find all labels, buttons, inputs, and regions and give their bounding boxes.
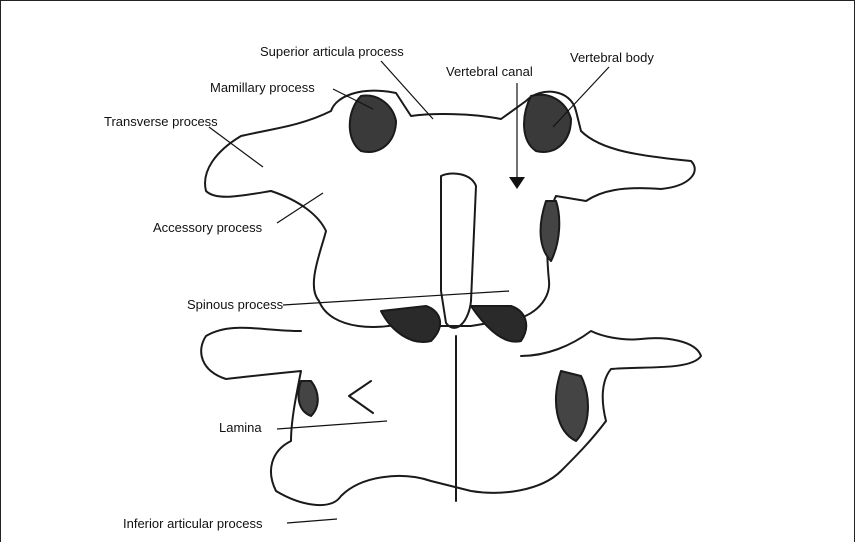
label-inferior-articular: Inferior articular process [123,517,262,531]
leader-lamina [277,421,387,429]
left-inferior-facet [381,306,440,342]
upper-vertebra-outline [205,91,695,327]
lower-vertebra-outline [201,328,701,505]
leader-accessory [277,193,323,223]
left-superior-facet [350,96,396,152]
right-superior-facet [524,95,571,152]
spinous-outline [441,173,476,327]
left-lower-shade [298,381,317,416]
leader-vertebral-body [553,67,609,127]
label-superior-articular: Superior articula process [260,45,404,59]
label-vertebral-canal: Vertebral canal [446,65,533,79]
vertebral-canal-arrowhead [509,177,525,189]
label-vertebral-body: Vertebral body [570,51,654,65]
label-transverse: Transverse process [104,115,218,129]
lamina-mark [349,381,373,413]
label-spinous: Spinous process [187,298,283,312]
label-mamillary: Mamillary process [210,81,315,95]
leader-inferior-articular [287,519,337,523]
label-lamina: Lamina [219,421,262,435]
label-accessory: Accessory process [153,221,262,235]
right-lower-shade [556,371,588,441]
right-side-shade [541,201,560,261]
